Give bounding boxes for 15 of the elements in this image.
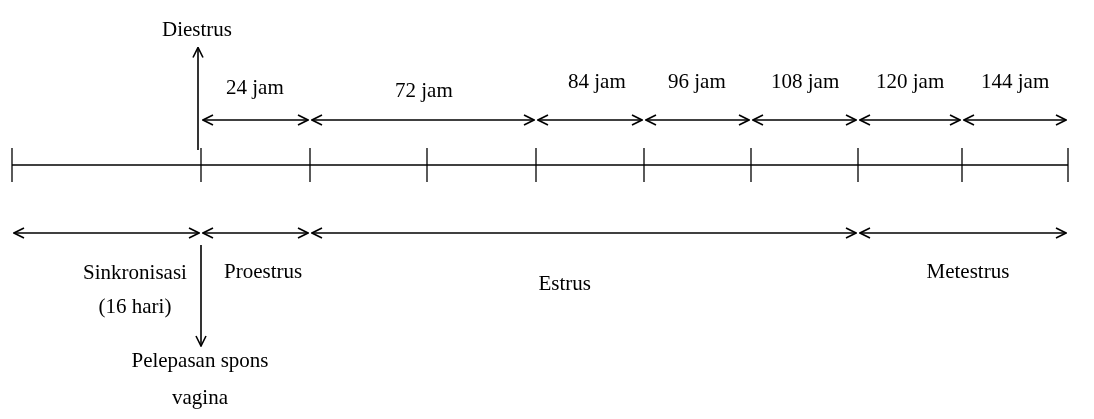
phase-label: Metestrus [926, 258, 1010, 285]
phase-label: Sinkronisasi (16 hari) [82, 259, 188, 320]
duration-label: 84 jam [568, 68, 626, 95]
duration-label: 24 jam [226, 74, 284, 101]
duration-label: 72 jam [395, 77, 453, 104]
phase-label: Estrus [538, 270, 591, 297]
event-label: Pelepasan spons vagina [120, 342, 280, 416]
duration-label: 144 jam [981, 68, 1050, 95]
event-label: Diestrus [162, 14, 232, 46]
arrow [192, 46, 204, 151]
arrow [195, 244, 207, 347]
phase-label: Proestrus [224, 258, 303, 285]
duration-label: 108 jam [771, 68, 840, 95]
duration-label: 96 jam [668, 68, 726, 95]
duration-label: 120 jam [876, 68, 945, 95]
